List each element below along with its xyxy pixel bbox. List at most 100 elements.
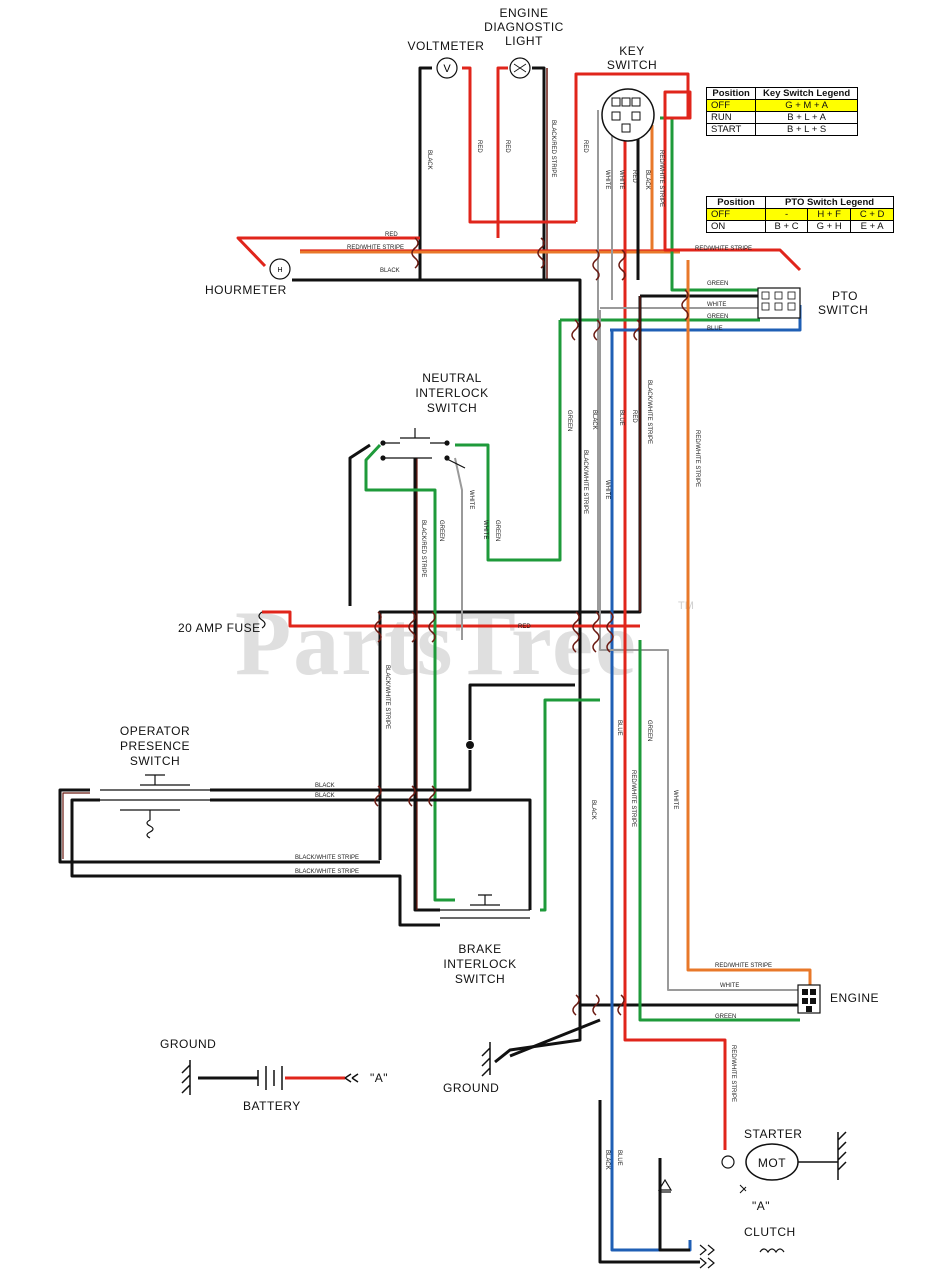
wl-green-v2: GREEN <box>494 520 500 541</box>
watermark-tm: TM <box>678 600 694 612</box>
wire-red-hourmeter <box>236 236 420 268</box>
wire-white-main <box>599 310 800 991</box>
wire-black-ground <box>494 1005 582 1064</box>
pto-legend-header-title: PTO Switch Legend <box>765 196 894 209</box>
wl-blackwhite-v3: BLACK/WHITE STRIPE <box>384 665 390 729</box>
wl-green-v3: GREEN <box>438 520 444 541</box>
wl-red-v3: RED <box>582 140 588 153</box>
wl-white-v5: WHITE <box>482 520 488 539</box>
wl-black-v3: BLACK <box>591 410 597 430</box>
key-legend-header-title: Key Switch Legend <box>755 87 858 100</box>
ground-left-symbol <box>181 1060 191 1095</box>
key-switch-symbol <box>601 88 655 142</box>
wl-red-1: RED <box>385 232 398 238</box>
wl-green-1: GREEN <box>707 281 728 287</box>
wire-black-hourmeter <box>292 278 582 300</box>
wire-red-voltmeter <box>462 66 498 224</box>
wl-red-2: RED <box>518 624 531 630</box>
fuse-label: 20 AMP FUSE <box>178 621 261 635</box>
starter-label: STARTER <box>744 1127 802 1141</box>
wire-black-brake <box>468 683 575 740</box>
wl-redwhite-2: RED/WHITE STRIPE <box>695 246 752 252</box>
wire-white-neutral <box>454 457 463 640</box>
opp-label-3: SWITCH <box>130 754 180 768</box>
opp-label-1: OPERATOR <box>120 724 190 738</box>
wl-green-v1: GREEN <box>566 410 572 431</box>
wire-red-main <box>623 600 727 1150</box>
wire-green-engine <box>638 640 800 1022</box>
wire-red-pto <box>663 90 802 272</box>
wl-green-2: GREEN <box>707 314 728 320</box>
pto-legend-pos: OFF <box>705 208 767 221</box>
wire-green-neutral <box>364 443 455 902</box>
opp-label-2: PRESENCE <box>120 739 190 753</box>
battery-a-label: "A" <box>370 1071 388 1085</box>
wl-white-2: WHITE <box>720 983 739 989</box>
wl-blackwhite-v2: BLACK/WHITE STRIPE <box>582 450 588 514</box>
wire-red-diaglight <box>496 66 508 238</box>
wl-black-2: BLACK <box>315 783 335 789</box>
wl-blue-1: BLUE <box>707 326 723 332</box>
wl-blue-v2: BLUE <box>616 720 622 736</box>
neutral-label-2: INTERLOCK <box>415 386 488 400</box>
wire-red-fuse <box>262 610 640 628</box>
key-legend-val: G + M + A <box>755 99 858 112</box>
wl-black-1: BLACK <box>380 268 400 274</box>
voltmeter-symbol: V <box>436 57 458 79</box>
neutral-label-1: NEUTRAL <box>422 371 482 385</box>
operator-presence-symbol <box>100 774 210 839</box>
neutral-label-3: SWITCH <box>427 401 477 415</box>
wire-orange-pto-down <box>686 260 812 990</box>
key-switch-legend: Position Key Switch Legend OFF G + M + A… <box>705 87 858 136</box>
engine-label: ENGINE <box>830 991 879 1005</box>
key-legend-pos: RUN <box>705 111 757 124</box>
wl-redwhite-3: RED/WHITE STRIPE <box>715 963 772 969</box>
pto-switch-legend: Position PTO Switch Legend OFF - H + F C… <box>705 196 894 233</box>
svg-text:H: H <box>277 267 282 274</box>
wl-red-v2: RED <box>504 140 510 153</box>
wire-green-brake <box>540 698 600 912</box>
wl-black-v5: BLACK <box>604 1150 610 1170</box>
wl-redwhite-v3: RED/WHITE STRIPE <box>630 770 636 827</box>
key-legend-pos: START <box>705 123 757 136</box>
wl-redwhite-1: RED/WHITE STRIPE <box>347 245 404 251</box>
wl-blackwhite-v1: BLACK/WHITE STRIPE <box>646 380 652 444</box>
hourmeter-label: HOURMETER <box>205 283 287 297</box>
wl-black-v2: BLACK <box>644 170 650 190</box>
wl-white-v6: WHITE <box>672 790 678 809</box>
brake-interlock-symbol <box>440 894 530 919</box>
wire-black-clutch <box>598 1100 700 1264</box>
wl-redwhite-v2: RED/WHITE STRIPE <box>694 430 700 487</box>
voltmeter-label: VOLTMETER <box>408 39 485 53</box>
diag-light-label-2: DIAGNOSTIC <box>484 20 564 34</box>
pto-legend-val: E + A <box>850 220 894 233</box>
key-legend-val: B + L + S <box>755 123 858 136</box>
wire-blackwhite-opp2 <box>70 798 440 927</box>
key-switch-label-2: SWITCH <box>607 58 657 72</box>
key-switch-label-1: KEY <box>619 44 645 58</box>
pto-legend-val: B + C <box>765 220 809 233</box>
key-legend-header-position: Position <box>705 87 757 100</box>
wl-black-3: BLACK <box>315 793 335 799</box>
engine-connector-symbol <box>797 984 821 1014</box>
wl-blackwhite-1: BLACK/WHITE STRIPE <box>295 855 359 861</box>
mot-label: MOT <box>758 1156 786 1170</box>
wl-redwhite-v1: RED/WHITE STRIPE <box>658 150 664 207</box>
wl-blue-v3: BLUE <box>616 1150 622 1166</box>
wire-blackred-diaglight <box>532 66 546 280</box>
wl-black-v1: BLACK <box>426 150 432 170</box>
hourmeter-symbol: H <box>269 258 291 280</box>
wl-white-v2: WHITE <box>618 170 624 189</box>
wire-blackred-neutral <box>348 443 440 912</box>
wl-blackred-v2: BLACK/RED STRIPE <box>420 520 426 577</box>
wl-blackwhite-2: BLACK/WHITE STRIPE <box>295 869 359 875</box>
wl-black-v4: BLACK <box>590 800 596 820</box>
wire-blue-main <box>610 330 692 1252</box>
starter-a-label: "A" <box>752 1199 770 1213</box>
battery-symbol <box>257 1066 359 1090</box>
wire-blackwhite-opp1 <box>58 788 380 864</box>
wl-green-v4: GREEN <box>646 720 652 741</box>
wl-red-v4: RED <box>631 170 637 183</box>
wire-green-main <box>455 320 562 562</box>
